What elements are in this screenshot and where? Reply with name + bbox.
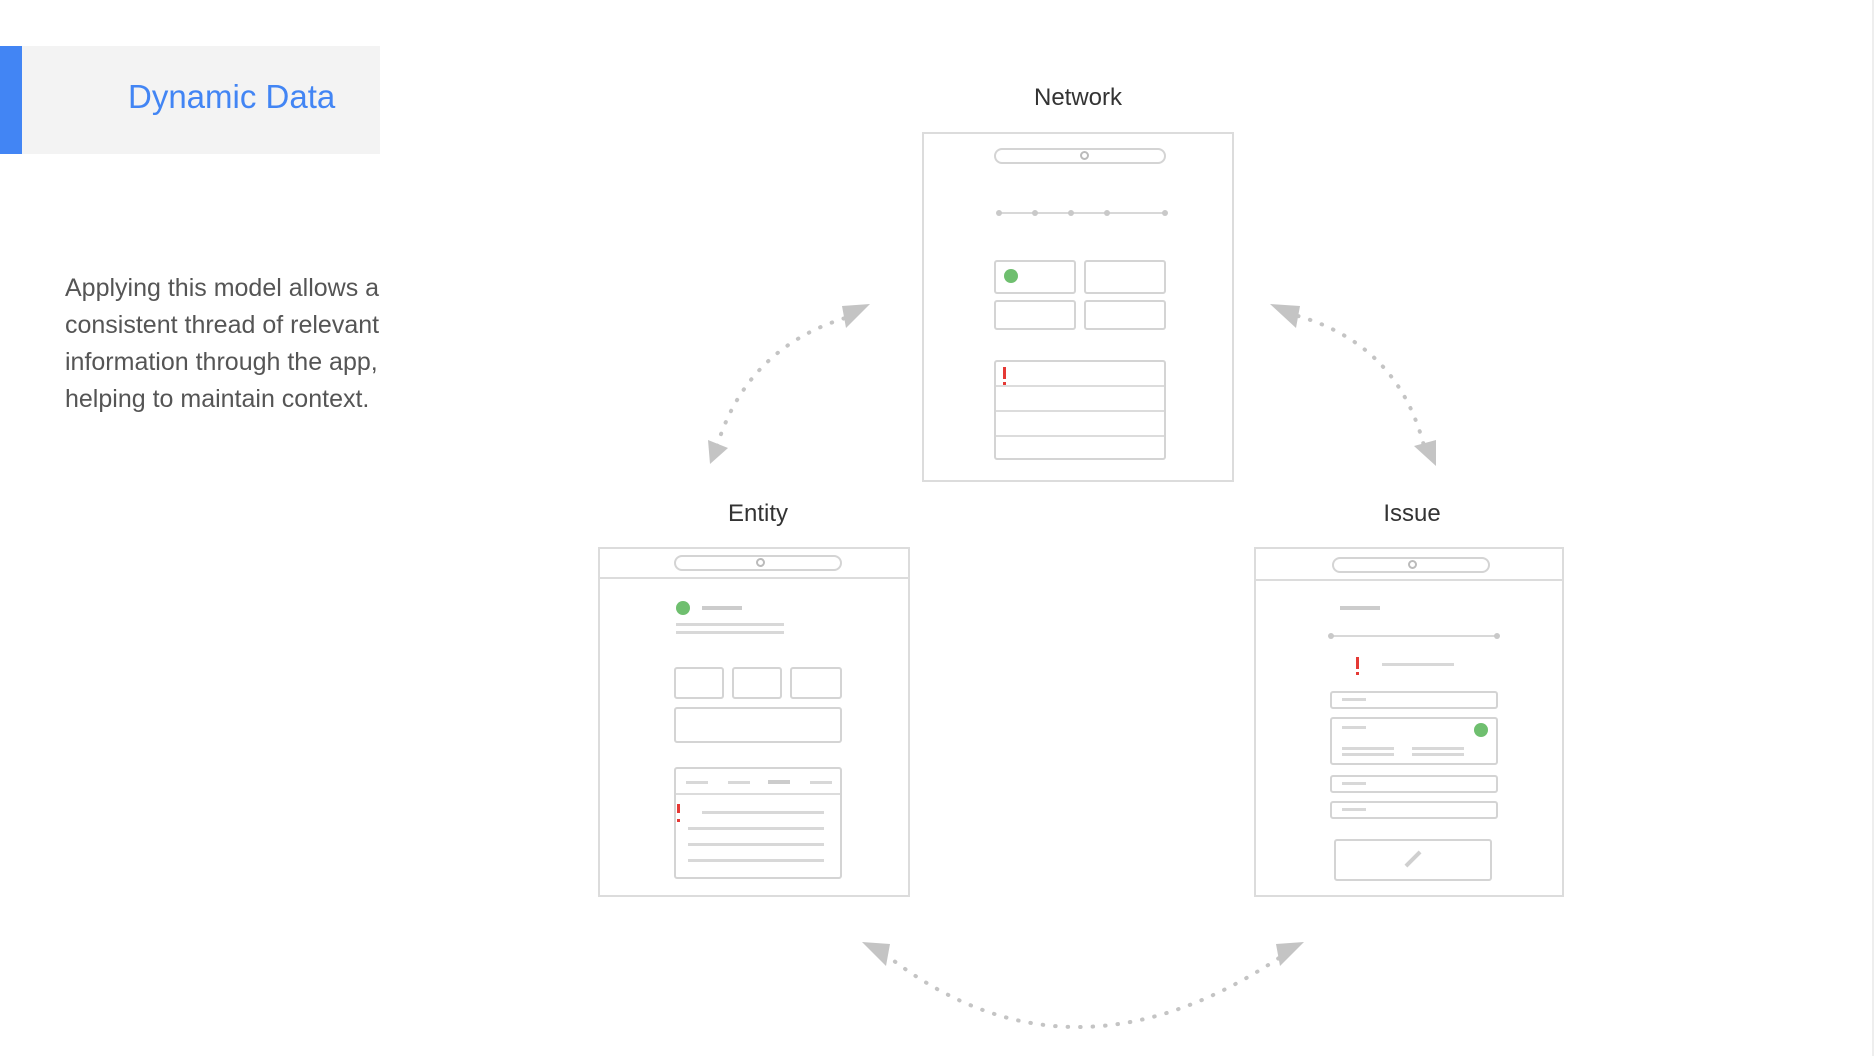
header-divider — [600, 577, 908, 579]
metric-card — [994, 300, 1076, 330]
row-line — [688, 827, 824, 830]
table-card — [674, 767, 842, 879]
timeline-dot — [1328, 633, 1334, 639]
timeline-dot — [1162, 210, 1168, 216]
title-accent-bar — [0, 46, 22, 154]
timeline-dot — [1494, 633, 1500, 639]
timeline-dot — [1032, 210, 1038, 216]
timeline-dot — [996, 210, 1002, 216]
list-divider — [996, 385, 1164, 387]
tab-line-active — [768, 780, 790, 784]
row-line — [1342, 782, 1366, 785]
status-ok-icon — [676, 601, 690, 615]
row-line — [1342, 698, 1366, 701]
alert-icon — [677, 804, 680, 822]
text-line — [676, 631, 784, 634]
text-line — [676, 623, 784, 626]
arrowhead — [862, 942, 890, 966]
list-divider — [996, 410, 1164, 412]
description-text: Applying this model allows a consistent … — [65, 274, 380, 413]
stat-card — [790, 667, 842, 699]
alert-text-line — [1382, 663, 1454, 666]
row-line — [1342, 753, 1394, 756]
arrowhead — [1414, 440, 1436, 466]
arrowhead — [1276, 942, 1304, 966]
row-line — [1412, 753, 1464, 756]
entity-screen — [598, 547, 910, 897]
search-icon — [1080, 151, 1089, 160]
alert-icon — [1003, 367, 1006, 385]
row-line — [1342, 747, 1394, 750]
entity-name-line — [702, 606, 742, 610]
row-line — [1342, 726, 1366, 729]
detail-card — [674, 707, 842, 743]
search-icon — [1408, 560, 1417, 569]
table-header-divider — [676, 793, 840, 795]
metric-card — [1084, 260, 1166, 294]
timeline-dot — [1104, 210, 1110, 216]
row-line — [1342, 808, 1366, 811]
timeline — [1330, 635, 1498, 637]
info-row — [1330, 801, 1498, 819]
issue-list — [994, 360, 1166, 460]
page-title: Dynamic Data — [128, 78, 336, 115]
info-row — [1330, 691, 1498, 709]
arrowhead — [842, 304, 870, 328]
header-divider — [1256, 579, 1562, 581]
search-icon — [756, 558, 765, 567]
row-line — [1412, 747, 1464, 750]
status-card — [1330, 717, 1498, 765]
row-line — [702, 811, 824, 814]
network-screen — [922, 132, 1234, 482]
entity-label: Entity — [727, 500, 789, 527]
metric-card — [1084, 300, 1166, 330]
issue-title-line — [1340, 606, 1380, 610]
arrow-entity-to-network — [715, 314, 854, 448]
title-card: Dynamic Data — [0, 46, 380, 154]
alert-icon — [1356, 657, 1359, 675]
arrowhead — [708, 440, 728, 464]
tab-line — [686, 781, 708, 784]
issue-label: Issue — [1383, 500, 1441, 527]
status-ok-icon — [1474, 723, 1488, 737]
arrow-network-to-issue — [1296, 314, 1426, 448]
status-ok-icon — [1004, 269, 1018, 283]
tab-line — [728, 781, 750, 784]
arrowhead — [1270, 304, 1300, 328]
timeline-dot — [1068, 210, 1074, 216]
row-line — [688, 843, 824, 846]
arrow-entity-issue — [883, 952, 1287, 1029]
issue-screen — [1254, 547, 1564, 897]
info-row — [1330, 775, 1498, 793]
slide-edge — [1872, 0, 1874, 1056]
tab-line — [810, 781, 832, 784]
network-label: Network — [1033, 84, 1123, 111]
timeline — [998, 212, 1166, 214]
list-divider — [996, 435, 1164, 437]
stat-card — [674, 667, 724, 699]
stat-card — [732, 667, 782, 699]
row-line — [688, 859, 824, 862]
